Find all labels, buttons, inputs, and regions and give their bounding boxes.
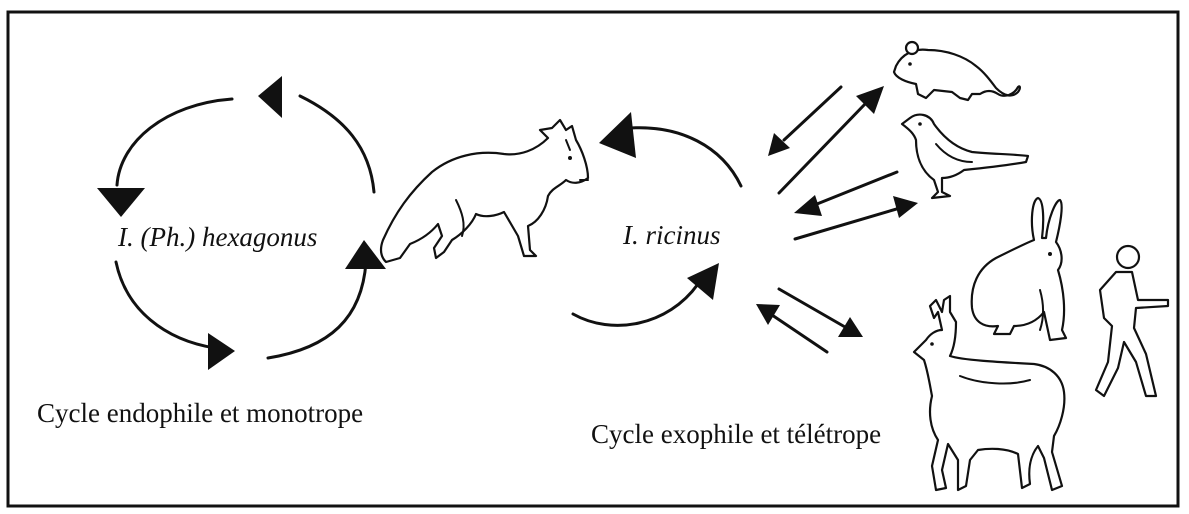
cycle-arrowhead-left	[97, 188, 145, 217]
cycle-arc-bottom-left	[114, 260, 217, 350]
arrow-to-bird	[793, 206, 902, 241]
hare-icon	[970, 196, 1068, 342]
cycle-arc-top-left	[115, 97, 234, 187]
endophile-cycle	[97, 76, 386, 370]
fox-icon	[379, 118, 590, 264]
cycle-arc-lower	[571, 282, 700, 327]
arrow-to-tick-from-bird	[810, 170, 899, 208]
arrow-to-mouse	[777, 101, 868, 195]
species-label-hexagonus: I. (Ph.) hexagonus	[117, 222, 317, 252]
caption-exophile: Cycle exophile et télétrope	[591, 419, 881, 449]
cycle-arc-top-right	[298, 94, 376, 194]
arrow-to-tick-from-deer	[770, 313, 829, 354]
cycle-arrowhead-right	[345, 240, 386, 269]
caption-endophile: Cycle endophile et monotrope	[37, 398, 363, 428]
cycle-arc-bottom-right	[266, 260, 368, 360]
cycle-arrowhead-lower	[687, 263, 719, 300]
cycle-arrowhead-upper	[599, 112, 636, 158]
deer-icon	[912, 294, 1066, 492]
arrow-to-tick-from-mouse	[782, 85, 843, 142]
cycle-arrowhead-bottom	[208, 333, 235, 370]
species-label-ricinus: I. ricinus	[622, 220, 721, 250]
diagram-frame	[6, 10, 1180, 508]
human-icon	[1094, 244, 1170, 398]
cycle-arc-upper	[628, 126, 743, 188]
host-exchange-arrows	[756, 85, 918, 354]
mouse-icon	[892, 40, 1021, 102]
cycle-arrowhead-top	[258, 76, 282, 118]
bird-icon	[900, 113, 1030, 200]
arrow-to-deer	[777, 287, 847, 329]
